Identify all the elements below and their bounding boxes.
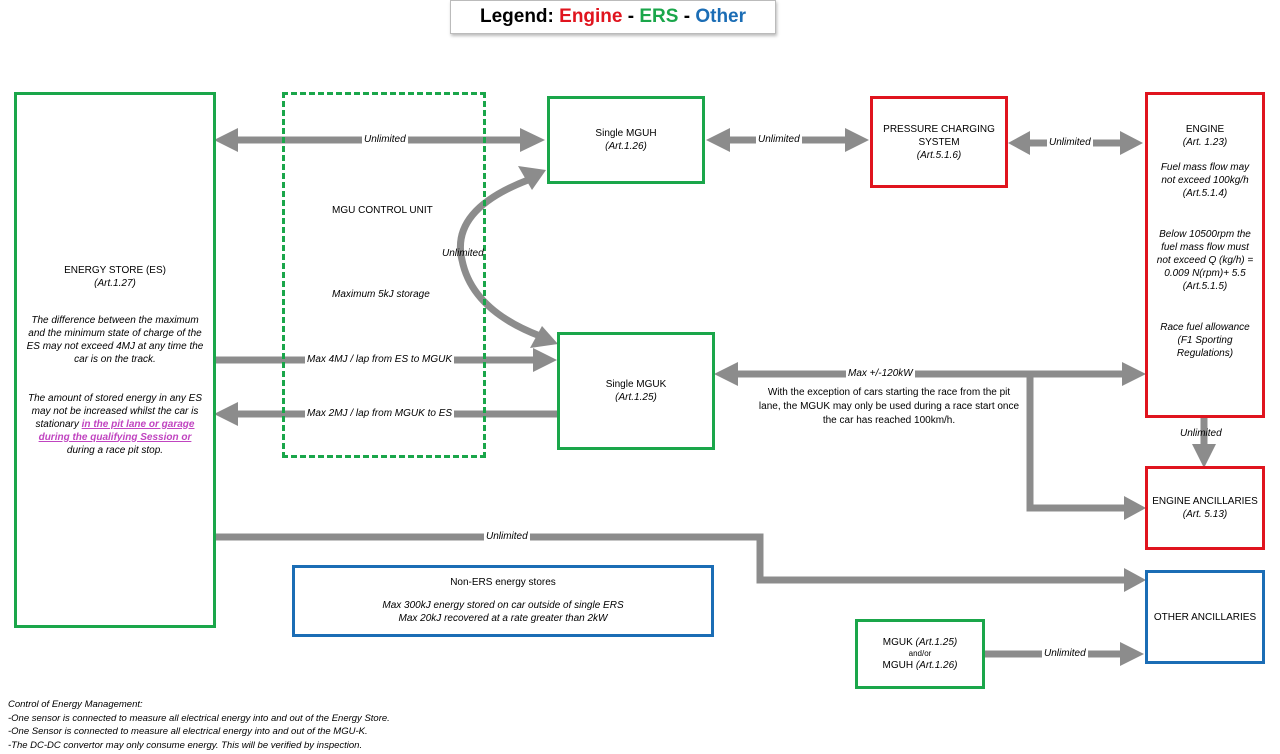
legend-ers: ERS	[639, 6, 679, 27]
energy-store-title: ENERGY STORE (ES)	[64, 264, 166, 276]
engine-fuel-below-rpm-ref: (Art.5.1.5)	[1182, 281, 1228, 292]
arrowhead	[1124, 496, 1146, 520]
footer-line2: -One Sensor is connected to measure all …	[8, 726, 368, 737]
label-es-to-mguk: Max 4MJ / lap from ES to MGUK	[305, 354, 455, 366]
engine-fuel-below-rpm: Below 10500rpm the fuel mass flow must n…	[1156, 229, 1254, 279]
mgu-control-unit-box	[282, 92, 486, 458]
arrowhead	[214, 128, 238, 152]
engine-box: ENGINE (Art. 1.23) Fuel mass flow may no…	[1145, 92, 1265, 418]
non-ers-box: Non-ERS energy stores Max 300kJ energy s…	[292, 565, 714, 637]
label-mguk-note: With the exception of cars starting the …	[758, 387, 1020, 426]
arrowhead	[845, 128, 869, 152]
arrowhead	[1192, 444, 1216, 468]
mguk-mguh-andor: and/or	[908, 649, 932, 658]
label-mguk-to-es: Max 2MJ / lap from MGUK to ES	[305, 408, 455, 420]
label-mguk-power: Max +/-120kW	[846, 368, 915, 380]
label-mguh-pcs: Unlimited	[756, 134, 802, 146]
mguk-mguh-line2-ref: (Art.1.26)	[913, 660, 958, 671]
mguk-box: Single MGUK (Art.1.25)	[557, 332, 715, 450]
legend: Legend: Engine - ERS - Other	[450, 0, 776, 34]
label-pcs-engine: Unlimited	[1047, 137, 1093, 149]
legend-separator: -	[622, 6, 640, 27]
arrow-mguh-mguk	[457, 176, 542, 340]
legend-prefix: Legend:	[479, 6, 554, 27]
pressure-ref: (Art.5.1.6)	[916, 149, 962, 161]
label-es-other: Unlimited	[484, 531, 530, 543]
engine-ancillaries-box: ENGINE ANCILLARIES (Art. 5.13)	[1145, 466, 1265, 550]
label-mgu-other: Unlimited	[1042, 648, 1088, 660]
engine-fuel-allowance: Race fuel allowance (F1 Sporting Regulat…	[1160, 322, 1250, 359]
mguk-ref: (Art.1.25)	[615, 392, 657, 403]
other-ancillaries-box: OTHER ANCILLARIES	[1145, 570, 1265, 664]
mguh-ref: (Art.1.26)	[605, 141, 647, 152]
mguk-title: Single MGUK	[605, 379, 667, 390]
mguk-mguh-line1-name: MGUK	[882, 637, 913, 648]
footer-title: Control of Energy Management:	[8, 699, 143, 710]
arrowhead	[706, 128, 730, 152]
non-ers-title: Non-ERS energy stores	[450, 577, 556, 588]
arrowhead	[1008, 131, 1030, 155]
ancillaries-title: ENGINE ANCILLARIES	[1152, 496, 1258, 507]
energy-store-pit-link: in the pit lane or garage during the qua…	[38, 418, 195, 443]
engine-fuel-flow: Fuel mass flow may not exceed 100kg/h (A…	[1160, 162, 1250, 199]
legend-separator: -	[678, 6, 696, 27]
energy-store-text2-a: The amount of stored energy in any ES ma…	[28, 392, 202, 430]
arrowhead	[520, 128, 545, 152]
other-ancillaries-title: OTHER ANCILLARIES	[1153, 611, 1257, 623]
arrowhead	[518, 166, 546, 190]
mguk-mguh-line1-ref: (Art.1.25)	[912, 637, 958, 648]
mguk-mguh-line2: MGUH (Art.1.26)	[882, 659, 957, 672]
arrowhead	[533, 348, 557, 372]
label-mguh-mguk: Unlimited	[442, 248, 484, 259]
arrowhead	[1120, 642, 1144, 666]
arrowhead	[1124, 568, 1146, 592]
non-ers-line1: Max 300kJ energy stored on car outside o…	[382, 600, 624, 611]
engine-title: ENGINE	[1185, 124, 1225, 135]
engine-ref: (Art. 1.23)	[1182, 137, 1228, 148]
mguk-mguh-line1: MGUK (Art.1.25)	[883, 636, 957, 649]
arrow-mguk-ancillaries	[1026, 374, 1128, 512]
energy-store-box: ENERGY STORE (ES) (Art.1.27) The differe…	[14, 92, 216, 628]
arrowhead	[1120, 131, 1143, 155]
ancillaries-ref: (Art. 5.13)	[1182, 509, 1228, 520]
pressure-charging-box: PRESSURE CHARGING SYSTEM (Art.5.1.6)	[870, 96, 1008, 188]
footer-line1: -One sensor is connected to measure all …	[8, 712, 390, 724]
legend-other: Other	[695, 6, 747, 27]
arrowhead	[714, 362, 738, 386]
arrowhead	[1122, 362, 1146, 386]
mguh-box: Single MGUH (Art.1.26)	[547, 96, 705, 184]
footer-line3: -The DC-DC convertor may only consume en…	[8, 739, 363, 751]
energy-store-text2-b: during a race pit stop.	[66, 444, 164, 456]
energy-store-text2: The amount of stored energy in any ES ma…	[25, 392, 205, 457]
arrowhead	[530, 326, 558, 348]
energy-store-ref: (Art.1.27)	[94, 277, 136, 289]
mguh-title: Single MGUH	[595, 128, 657, 139]
label-engine-ancillaries: Unlimited	[1180, 428, 1222, 439]
pressure-title: PRESSURE CHARGING SYSTEM	[883, 123, 995, 148]
mgu-control-storage: Maximum 5kJ storage	[332, 289, 430, 300]
label-es-mguh: Unlimited	[362, 134, 408, 146]
arrowhead	[214, 402, 238, 426]
mguk-mguh-box: MGUK (Art.1.25) and/or MGUH (Art.1.26)	[855, 619, 985, 689]
mgu-control-title: MGU CONTROL UNIT	[332, 205, 433, 216]
energy-management-notes: Control of Energy Management: -One senso…	[8, 698, 390, 752]
non-ers-line2: Max 20kJ recovered at a rate greater tha…	[398, 613, 608, 624]
legend-engine: Engine	[559, 6, 623, 27]
mguk-mguh-line2-name: MGUH	[882, 660, 914, 671]
energy-store-text1: The difference between the maximum and t…	[26, 314, 204, 365]
